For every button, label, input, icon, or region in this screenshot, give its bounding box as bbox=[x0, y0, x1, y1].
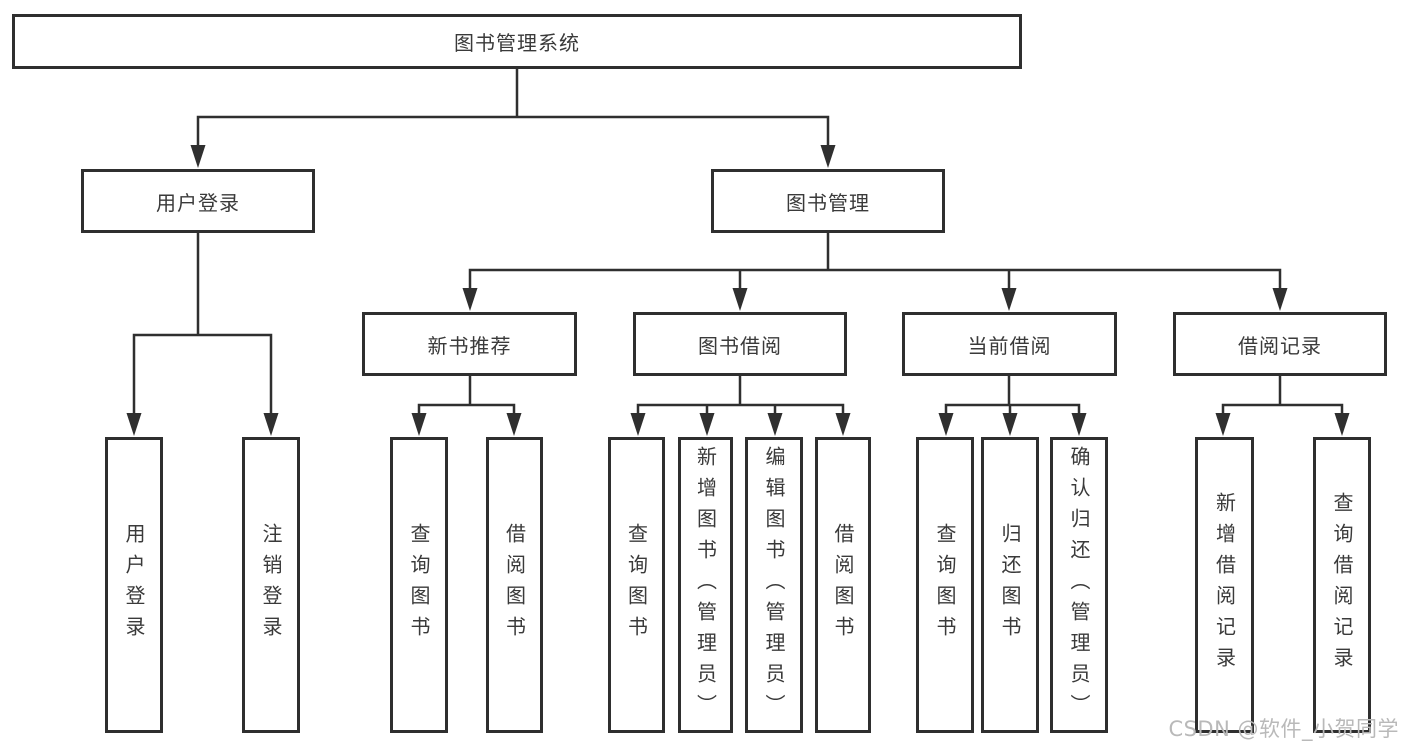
leaf-borrow-book-1-label: 借阅图书 bbox=[502, 523, 527, 647]
node-borrow-record-label: 借阅记录 bbox=[1238, 333, 1322, 358]
node-new-book-recommend-label: 新书推荐 bbox=[427, 333, 512, 358]
leaf-borrow-book-2-label: 借阅图书 bbox=[831, 523, 855, 647]
csdn-watermark: CSDN @软件_小贺同学 bbox=[1168, 717, 1399, 741]
node-borrow-record: 借阅记录 bbox=[1173, 312, 1387, 376]
leaf-add-borrow-record-label: 新增借阅记录 bbox=[1212, 492, 1237, 678]
connector-borrowrecord-to-leaves bbox=[1221, 374, 1344, 422]
leaf-return-book: 归还图书 bbox=[981, 437, 1039, 733]
node-user-login: 用户登录 bbox=[81, 169, 315, 233]
node-book-borrow-label: 图书借阅 bbox=[698, 333, 782, 358]
leaf-borrow-book-1: 借阅图书 bbox=[486, 437, 543, 733]
leaf-user-login-label: 用户登录 bbox=[122, 523, 146, 647]
leaf-edit-book-admin-label: 编辑图书（管理员） bbox=[762, 445, 786, 725]
leaf-query-book-1: 查询图书 bbox=[390, 437, 448, 733]
node-user-login-label: 用户登录 bbox=[156, 190, 240, 215]
arrowheads bbox=[126, 145, 1350, 436]
node-root: 图书管理系统 bbox=[12, 14, 1022, 69]
leaf-query-book-2-label: 查询图书 bbox=[624, 523, 649, 647]
leaf-query-borrow-record-label: 查询借阅记录 bbox=[1330, 492, 1354, 678]
node-current-borrow-label: 当前借阅 bbox=[967, 333, 1052, 358]
leaf-logout: 注销登录 bbox=[242, 437, 300, 733]
leaf-logout-label: 注销登录 bbox=[259, 523, 283, 647]
leaf-confirm-return-admin: 确认归还（管理员） bbox=[1050, 437, 1108, 733]
node-book-borrow: 图书借阅 bbox=[633, 312, 847, 376]
leaf-add-borrow-record: 新增借阅记录 bbox=[1195, 437, 1254, 733]
leaf-query-book-3-label: 查询图书 bbox=[933, 523, 957, 647]
connector-currentborrow-to-leaves bbox=[944, 374, 1081, 422]
leaf-query-borrow-record: 查询借阅记录 bbox=[1313, 437, 1371, 733]
leaf-query-book-2: 查询图书 bbox=[608, 437, 665, 733]
node-new-book-recommend: 新书推荐 bbox=[362, 312, 577, 376]
connector-borrowbook-to-leaves bbox=[636, 374, 845, 422]
connector-newbook-to-leaves bbox=[417, 374, 516, 422]
node-current-borrow: 当前借阅 bbox=[902, 312, 1117, 376]
leaf-query-book-1-label: 查询图书 bbox=[407, 523, 431, 647]
connector-root-to-level2 bbox=[196, 67, 830, 152]
connector-userlogin-to-leaves bbox=[132, 231, 273, 422]
leaf-query-book-3: 查询图书 bbox=[916, 437, 974, 733]
node-root-label: 图书管理系统 bbox=[454, 31, 580, 55]
connector-bookmgmt-to-level3 bbox=[468, 231, 1282, 297]
leaf-borrow-book-2: 借阅图书 bbox=[815, 437, 871, 733]
node-book-management: 图书管理 bbox=[711, 169, 945, 233]
leaf-add-book-admin-label: 新增图书（管理员） bbox=[693, 445, 718, 725]
leaf-add-book-admin: 新增图书（管理员） bbox=[678, 437, 733, 733]
node-book-management-label: 图书管理 bbox=[786, 190, 870, 215]
leaf-user-login: 用户登录 bbox=[105, 437, 163, 733]
leaf-edit-book-admin: 编辑图书（管理员） bbox=[745, 437, 803, 733]
leaf-return-book-label: 归还图书 bbox=[998, 523, 1022, 647]
leaf-confirm-return-admin-label: 确认归还（管理员） bbox=[1067, 445, 1091, 725]
